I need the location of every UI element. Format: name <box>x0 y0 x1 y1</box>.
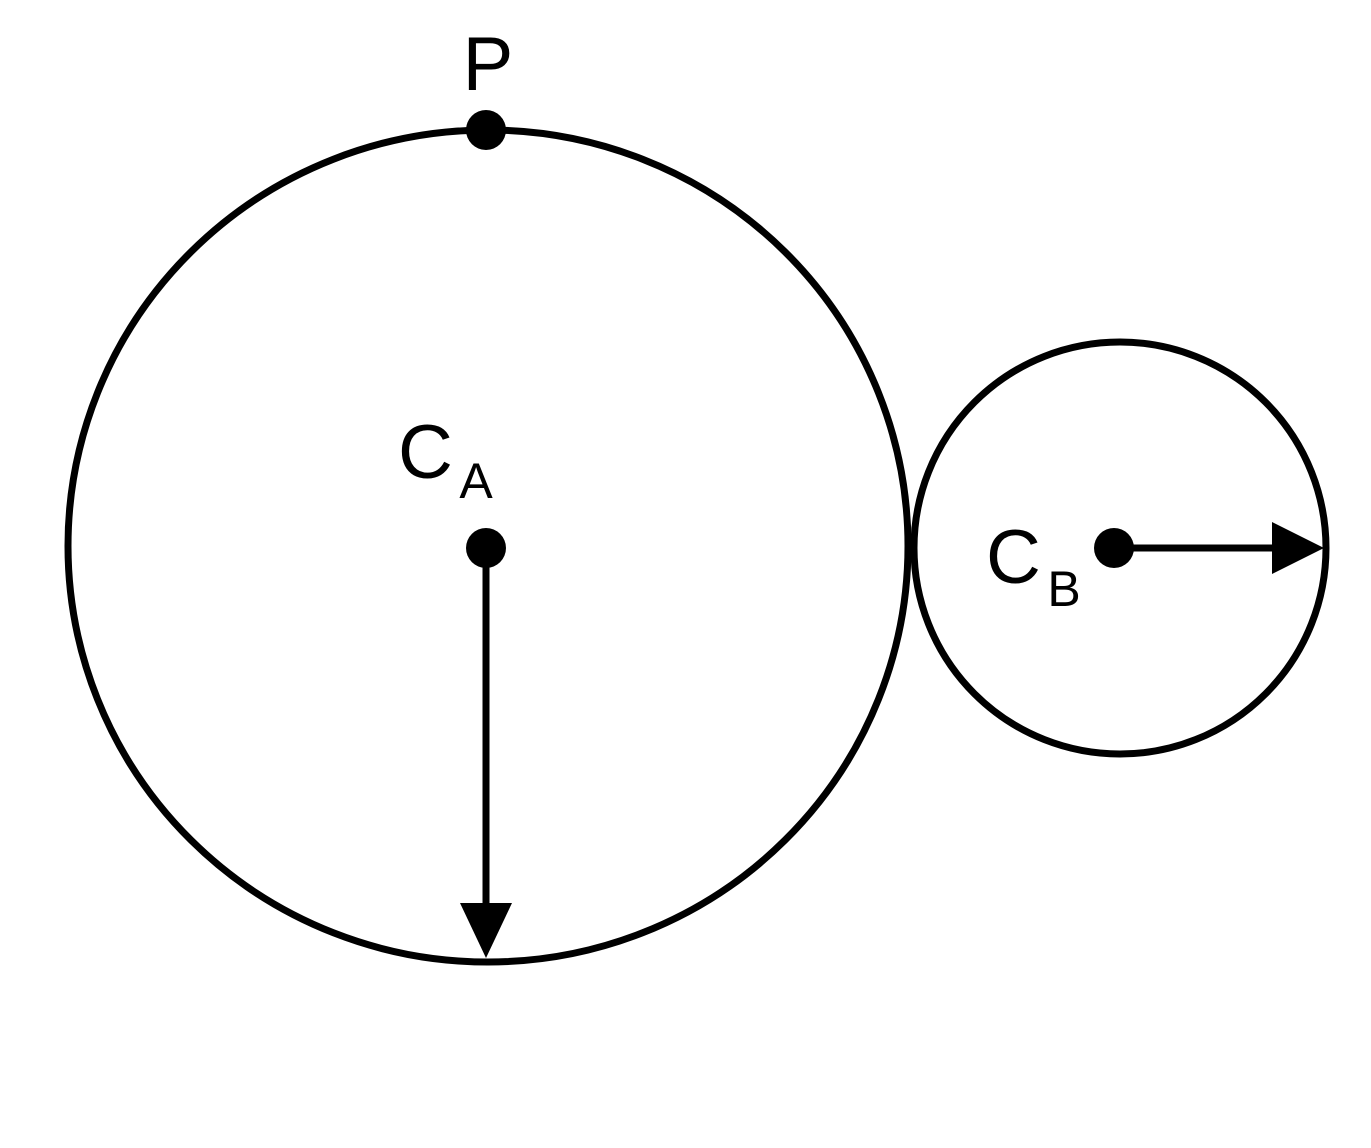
center-a-dot <box>466 528 506 568</box>
center-b-label: C B <box>986 515 1081 617</box>
point-p-label: P <box>463 22 514 107</box>
point-p-dot <box>466 110 506 150</box>
center-a-subscript: A <box>459 453 493 509</box>
circle-b <box>910 338 1330 758</box>
center-a-label: C A <box>398 410 493 509</box>
center-b-dot <box>1094 528 1134 568</box>
center-a-letter: C <box>398 410 453 495</box>
velocity-arrow-a-head <box>460 903 512 958</box>
velocity-arrow-b-head <box>1272 522 1324 574</box>
center-b-letter: C <box>986 515 1041 600</box>
center-b-subscript: B <box>1047 561 1080 617</box>
